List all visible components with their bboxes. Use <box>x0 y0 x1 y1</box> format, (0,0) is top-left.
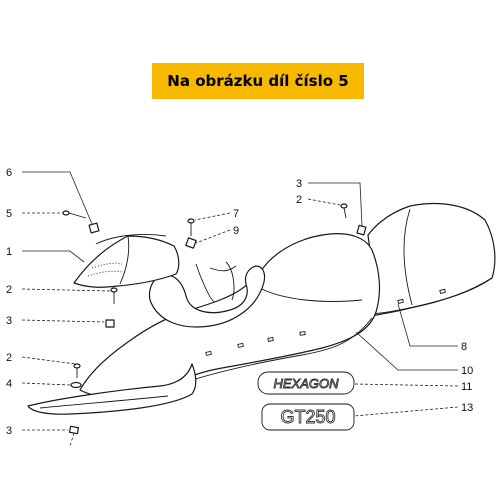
callout-1: 1 <box>6 246 12 258</box>
leg-shield-crease <box>255 285 363 302</box>
glove-box-rim <box>95 234 167 285</box>
callout-11: 11 <box>461 381 472 393</box>
callout-3-right: 3 <box>296 178 302 190</box>
screw-5 <box>62 210 87 219</box>
nut-6 <box>88 222 100 234</box>
callout-6: 6 <box>6 167 12 179</box>
rear-body-groove <box>403 208 413 306</box>
rear-body-cover <box>367 202 496 317</box>
screw-2-upper-right <box>340 203 348 219</box>
mounting-slots <box>205 288 446 356</box>
screw-2-left-mid <box>110 287 118 304</box>
rear-body-edge <box>371 277 493 315</box>
part-number-banner: Na obrázku díl číslo 5 <box>152 63 364 99</box>
clip-3-bottom <box>68 425 80 435</box>
screw-7 <box>187 218 195 236</box>
clip-9 <box>185 237 197 249</box>
svg-text:GT250: GT250 <box>280 407 335 427</box>
svg-text:HEXAGON: HEXAGON <box>273 376 339 391</box>
callout-9: 9 <box>233 225 239 237</box>
leg-shield-lower-edge <box>179 317 373 385</box>
clip-3-left-mid <box>105 319 115 328</box>
callout-2-lower: 2 <box>6 352 12 364</box>
callout-7: 7 <box>233 208 239 220</box>
callout-2-right: 2 <box>296 194 302 206</box>
footboard-rail-inner <box>39 395 169 409</box>
callout-10: 10 <box>461 365 473 377</box>
clip-3-upper-right <box>356 224 367 236</box>
glove-box-tray <box>73 235 180 288</box>
callout-3-upper: 3 <box>6 315 12 327</box>
callout-13: 13 <box>461 402 473 414</box>
glove-box-texture <box>87 262 123 277</box>
callout-5: 5 <box>6 208 12 220</box>
callout-4: 4 <box>6 378 12 390</box>
gt250-decal: GT250 <box>261 403 355 431</box>
leader-lines <box>21 171 459 431</box>
callout-numbers: 6 5 1 2 3 2 4 3 7 9 3 2 8 10 11 13 <box>6 167 473 437</box>
callout-2-upper: 2 <box>6 284 12 296</box>
callout-8: 8 <box>461 341 467 353</box>
washer-4 <box>70 381 82 389</box>
callout-3-bottom: 3 <box>6 425 12 437</box>
hexagon-decal: HEXAGON <box>257 371 355 395</box>
clip-3-bottom-leader <box>69 432 75 447</box>
screw-2-left-low <box>73 363 81 378</box>
frame-bracket <box>195 261 237 303</box>
footboard-rail <box>27 363 197 415</box>
